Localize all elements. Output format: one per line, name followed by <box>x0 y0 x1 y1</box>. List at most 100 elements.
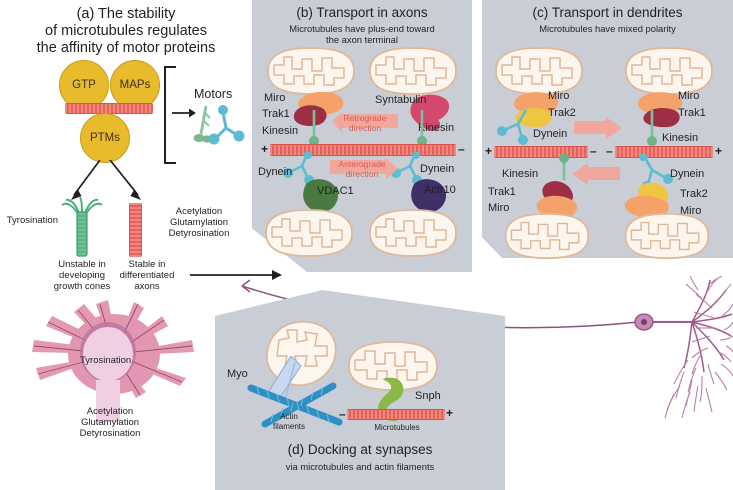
label-miro-b: Miro <box>264 92 286 104</box>
label-miro-c-tr: Miro <box>678 90 700 102</box>
stable-caption-line1: Stable in <box>128 259 166 270</box>
soma-ptm-list: Acetylation Glutamylation Detyrosination <box>40 406 180 439</box>
circle-gtp: GTP <box>59 60 109 110</box>
adaptor-blobs-c-bottom-left <box>536 181 577 218</box>
mitochondrion-c-bottom-left <box>504 213 590 259</box>
label-kinesin-b-left: Kinesin <box>262 125 299 137</box>
panel-a: (a) The stability of microtubules regula… <box>0 0 282 490</box>
actin-label-line2: filaments <box>272 421 305 431</box>
dendrite-arrow-right <box>574 117 622 139</box>
retrograde-label-line1: Retrograde <box>343 113 387 123</box>
label-miro-c-br: Miro <box>680 205 702 217</box>
adaptor-blobs-b-left <box>293 92 344 126</box>
arrow-to-motors <box>172 108 196 118</box>
panel-c-subtitle: Microtubules have mixed polarity <box>539 23 676 34</box>
panel-b-subtitle: Microtubules have plus-end toward the ax… <box>252 23 472 45</box>
polarity-minus-d: – <box>339 407 346 421</box>
circle-ptms: PTMs <box>80 113 130 163</box>
panel-a-title-line1: (a) The stability <box>76 6 176 22</box>
stable-caption-line3: axons <box>134 281 160 292</box>
ptm-list-line3: Detyrosination <box>168 228 230 239</box>
dendrite-arrow-left <box>572 163 620 185</box>
tyrosination-label: Tyrosination <box>6 215 58 226</box>
arrow-a-to-d <box>190 270 282 280</box>
polarity-minus-c-right: – <box>606 144 613 158</box>
polarity-plus-b: + <box>261 142 269 156</box>
adaptor-blob-b-right <box>410 94 450 132</box>
unstable-caption-line2: developing <box>59 270 105 281</box>
label-trak1-c-tr: Trak1 <box>678 107 706 119</box>
ptm-list: Acetylation Glutamylation Detyrosination <box>146 206 252 239</box>
panel-b-content: (b) Transport in axons Microtubules have… <box>252 0 472 272</box>
panel-d-content: Myo Actin filaments <box>215 290 505 490</box>
soma-tyrosination-label: Tyrosination <box>80 355 132 366</box>
panel-b-subtitle-line1: Microtubules have plus-end toward <box>289 23 435 34</box>
stable-microtubule-icon <box>129 203 142 257</box>
label-kinesin-c-bottom: Kinesin <box>502 168 539 180</box>
panel-d-title: (d) Docking at synapses <box>287 442 433 457</box>
anterograde-label-line2: direction <box>345 168 379 179</box>
soma-ptm-line1: Acetylation <box>86 406 134 417</box>
panel-a-title: (a) The stability of microtubules regula… <box>0 6 252 57</box>
actin-filaments <box>247 382 343 428</box>
label-dynein-c-top: Dynein <box>533 128 568 140</box>
label-trak1-c-bl: Trak1 <box>488 186 516 198</box>
mitochondrion-c-top-right <box>625 47 713 95</box>
panel-d-subtitle: via microtubules and actin filaments <box>285 461 435 472</box>
circle-ptms-label: PTMs <box>89 132 121 144</box>
adaptor-blobs-c-bottom-right <box>624 182 669 218</box>
retrograde-arrow <box>332 112 398 133</box>
mitochondrion-d-right <box>348 341 438 391</box>
label-syntabulin-b: Syntabulin <box>375 94 427 106</box>
panel-a-title-line2: of microtubules regulates <box>45 23 207 39</box>
neuron-illustration <box>241 276 733 419</box>
circle-maps: MAPs <box>110 60 160 110</box>
soma-ptm-line3: Detyrosination <box>79 428 141 439</box>
anchor-actr10-blob <box>411 179 447 212</box>
actin-label-line1: Actin <box>280 412 298 421</box>
mitochondrion-b-bottom-right <box>369 209 457 257</box>
label-miro-c-tl: Miro <box>548 90 570 102</box>
mitochondrion-b-top-right <box>369 47 457 95</box>
polarity-minus-c-left: – <box>590 144 597 158</box>
circle-gtp-label: GTP <box>72 79 96 91</box>
anterograde-arrow <box>330 158 398 179</box>
actin-label: Actin filaments <box>247 412 331 431</box>
motors-label: Motors <box>194 87 233 101</box>
mitochondrion-b-top-left <box>267 47 355 95</box>
retrograde-label-line2: direction <box>348 122 382 133</box>
mitochondrion-c-top-left <box>495 47 583 95</box>
label-myo: Myo <box>227 368 248 380</box>
panel-c-content: (c) Transport in dendrites Microtubules … <box>482 0 733 259</box>
anterograde-label: Anterograde direction <box>328 159 396 179</box>
polarity-plus-c-left: + <box>485 144 493 158</box>
anchor-vdac1-blob <box>303 179 339 212</box>
label-kinesin-c-top: Kinesin <box>662 132 699 144</box>
growth-cone-soma <box>32 300 194 422</box>
microtubules-label-d: Microtubules <box>374 423 420 432</box>
label-dynein-b-right: Dynein <box>420 163 455 175</box>
panel-a-title-line3: the affinity of motor proteins <box>36 40 216 56</box>
retrograde-label: Retrograde direction <box>332 113 398 133</box>
label-vdac1: VDAC1 <box>317 185 354 197</box>
motors-glyph <box>193 105 245 145</box>
label-actr10: Actr10 <box>424 184 456 196</box>
dynein-glyph <box>208 105 245 145</box>
panel-b-title: (b) Transport in axons <box>296 5 428 20</box>
motor-stalks-c <box>497 109 657 146</box>
label-snph: Snph <box>415 390 441 402</box>
motors-bracket <box>164 66 176 164</box>
polarity-plus-d: + <box>446 406 454 420</box>
soma-ptm-line2: Glutamylation <box>80 417 140 428</box>
unstable-caption: Unstable in developing growth cones <box>34 259 130 292</box>
ptm-branch-arrows <box>71 160 141 200</box>
circle-maps-label: MAPs <box>119 79 151 91</box>
ptm-list-line1: Acetylation <box>175 206 223 217</box>
microtubule-b <box>270 144 456 156</box>
label-dynein-b-left: Dynein <box>258 166 293 178</box>
label-trak1-b: Trak1 <box>262 108 290 120</box>
polarity-plus-c-right: + <box>715 144 723 158</box>
label-trak2-c-tl: Trak2 <box>548 107 576 119</box>
myosin-glyph <box>266 356 302 403</box>
label-miro-c-bl: Miro <box>488 202 510 214</box>
